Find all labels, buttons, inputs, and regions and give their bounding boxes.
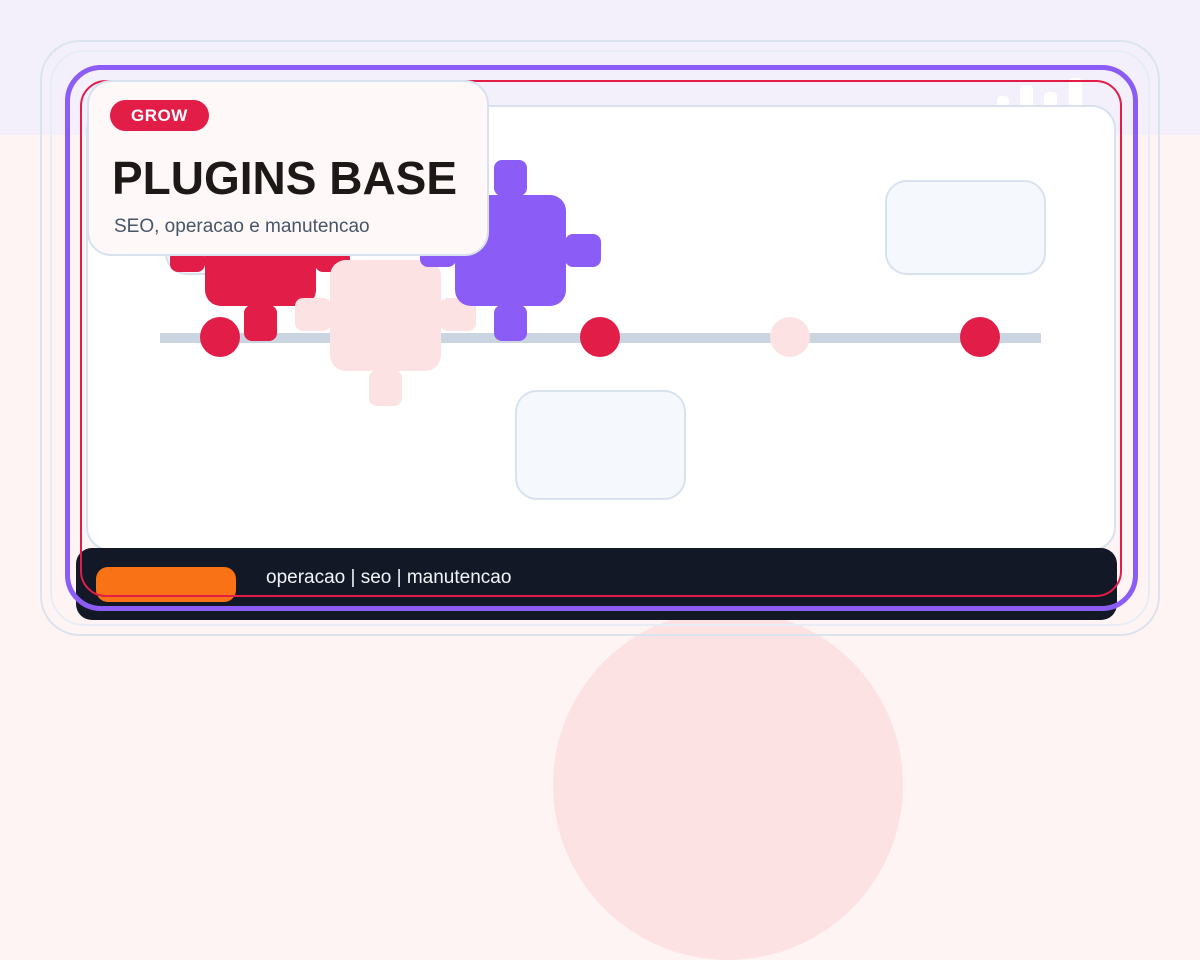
pink-piece-left-nub bbox=[295, 298, 331, 331]
footer-tags: operacao | seo | manutencao bbox=[266, 567, 512, 588]
bar-chart-icon-bar-3 bbox=[1044, 92, 1057, 106]
inner-frame bbox=[50, 50, 1150, 626]
pink-piece-bottom-nub bbox=[369, 370, 402, 406]
category-badge: GROW bbox=[110, 100, 209, 131]
placeholder-card-bottom bbox=[515, 390, 686, 500]
timeline-node-1 bbox=[200, 317, 240, 357]
purple-piece-bottom-nub bbox=[494, 305, 527, 341]
red-border bbox=[80, 80, 1122, 597]
timeline-node-2 bbox=[580, 317, 620, 357]
bar-chart-icon-bar-1 bbox=[997, 96, 1009, 106]
pink-piece-body bbox=[330, 260, 441, 371]
red-piece-body bbox=[205, 250, 316, 306]
page-subtitle: SEO, operacao e manutencao bbox=[114, 216, 370, 237]
purple-piece-top-nub bbox=[494, 160, 527, 196]
placeholder-card-right bbox=[885, 180, 1046, 275]
timeline-node-3 bbox=[770, 317, 810, 357]
bar-chart-icon-bar-2 bbox=[1020, 85, 1033, 106]
purple-border bbox=[65, 65, 1138, 611]
bar-chart-icon-bar-4 bbox=[1069, 78, 1082, 106]
purple-piece-right-nub bbox=[565, 234, 601, 267]
background-circle bbox=[553, 610, 903, 960]
page-title: PLUGINS BASE bbox=[112, 152, 458, 204]
timeline-node-4 bbox=[960, 317, 1000, 357]
red-piece-bottom-nub bbox=[244, 305, 277, 341]
outer-frame bbox=[40, 40, 1160, 636]
